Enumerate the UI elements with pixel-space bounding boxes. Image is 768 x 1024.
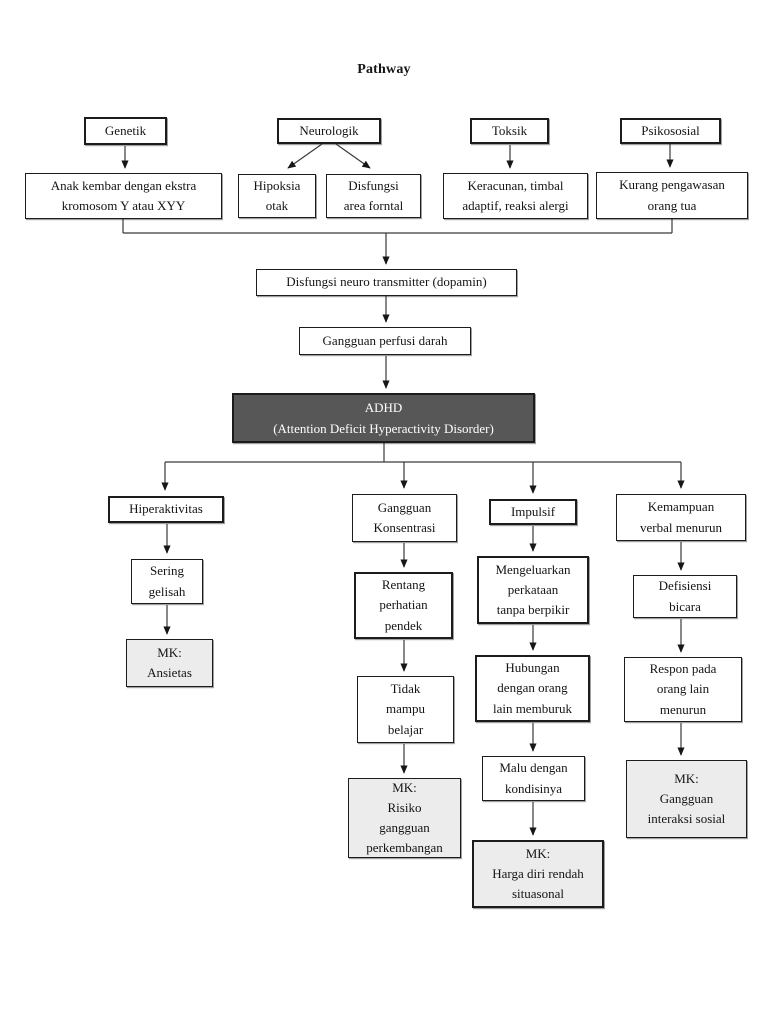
node-adhd: ADHD (Attention Deficit Hyperactivity Di… xyxy=(232,393,535,443)
connector-line-1 xyxy=(287,143,323,169)
node-sering-gelisah: Sering gelisah xyxy=(131,559,203,604)
node-neurologik: Neurologik xyxy=(277,118,381,144)
node-mk-ansietas: MK: Ansietas xyxy=(126,639,213,687)
node-malu-dengan-kondisinya: Malu dengan kondisinya xyxy=(482,756,585,801)
node-hubungan-memburuk: Hubungan dengan orang lain memburuk xyxy=(475,655,590,722)
node-hipoksia-otak: Hipoksia otak xyxy=(238,174,316,218)
node-psikososial: Psikososial xyxy=(620,118,721,144)
node-genetik-detail: Anak kembar dengan ekstra kromosom Y ata… xyxy=(25,173,222,219)
node-rentang-perhatian-pendek: Rentang perhatian pendek xyxy=(354,572,453,639)
connector-line-2 xyxy=(335,143,371,169)
node-respon-menurun: Respon pada orang lain menurun xyxy=(624,657,742,722)
node-keracunan: Keracunan, timbal adaptif, reaksi alergi xyxy=(443,173,588,219)
node-genetik: Genetik xyxy=(84,117,167,145)
node-tidak-mampu-belajar: Tidak mampu belajar xyxy=(357,676,454,743)
node-gangguan-perfusi-darah: Gangguan perfusi darah xyxy=(299,327,471,355)
node-impulsif: Impulsif xyxy=(489,499,577,525)
node-mk-risiko-gangguan-perkembangan: MK: Risiko gangguan perkembangan xyxy=(348,778,461,858)
node-defisiensi-bicara: Defisiensi bicara xyxy=(633,575,737,618)
node-kemampuan-verbal-menurun: Kemampuan verbal menurun xyxy=(616,494,746,541)
node-hiperaktivitas: Hiperaktivitas xyxy=(108,496,224,523)
node-kurang-pengawasan: Kurang pengawasan orang tua xyxy=(596,172,748,219)
node-mk-harga-diri-rendah: MK: Harga diri rendah situasonal xyxy=(472,840,604,908)
page-title: Pathway xyxy=(357,62,411,77)
node-disfungsi-neurotransmitter: Disfungsi neuro transmitter (dopamin) xyxy=(256,269,517,296)
node-gangguan-konsentrasi: Gangguan Konsentrasi xyxy=(352,494,457,542)
node-toksik: Toksik xyxy=(470,118,549,144)
node-mengeluarkan-perkataan: Mengeluarkan perkataan tanpa berpikir xyxy=(477,556,589,624)
node-mk-gangguan-interaksi-sosial: MK: Gangguan interaksi sosial xyxy=(626,760,747,838)
node-disfungsi-area-frontal: Disfungsi area forntal xyxy=(326,174,421,218)
